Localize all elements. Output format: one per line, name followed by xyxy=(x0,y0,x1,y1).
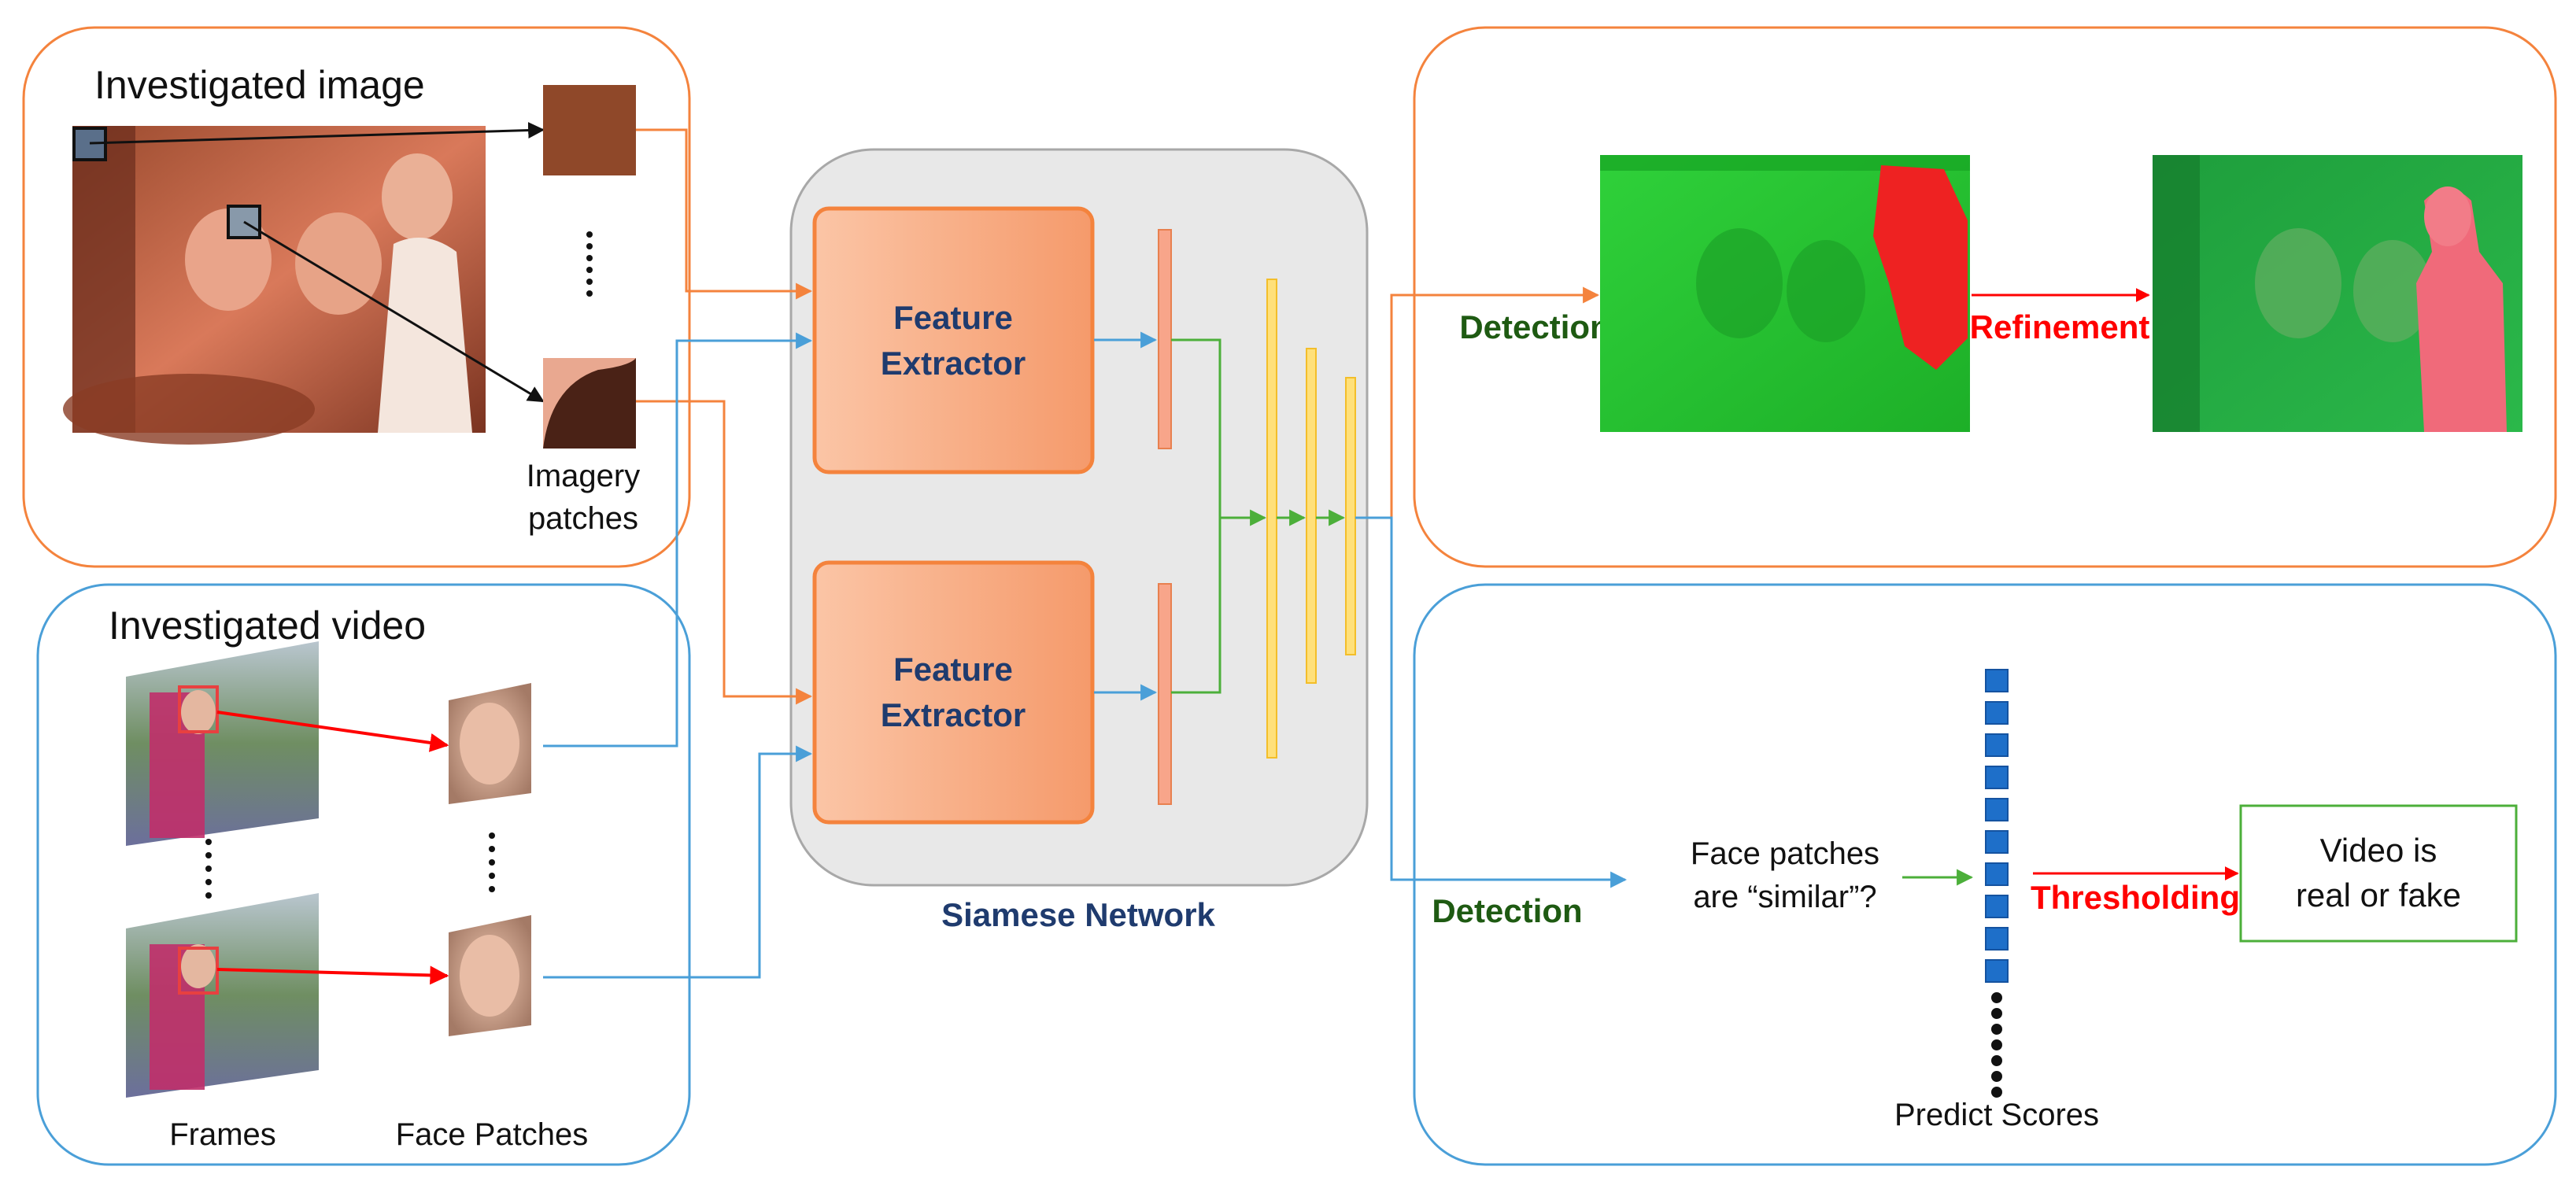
investigated-image-panel xyxy=(22,26,691,568)
face-patch-top-to-extractor xyxy=(543,332,813,748)
imagery-patch-bottom xyxy=(543,358,636,449)
patch-ellipsis-image xyxy=(586,231,593,297)
video-frame-bottom xyxy=(126,893,319,1098)
face-patch-bottom xyxy=(449,915,531,1036)
face-box-top xyxy=(178,685,219,733)
face-patch-top xyxy=(449,683,531,804)
refined-result-image xyxy=(2153,155,2522,432)
similarity-question-line1: Face patches xyxy=(1691,836,1879,871)
image-output-panel xyxy=(1413,26,2557,568)
frame-ellipsis xyxy=(205,839,212,899)
investigated-video-panel xyxy=(36,583,691,1166)
video-output-panel xyxy=(1413,583,2557,1166)
video-frame-top xyxy=(126,641,319,846)
patch-extract-arrow-face xyxy=(243,220,545,403)
video-result-line1: Video is xyxy=(2320,832,2437,869)
thresholding-label: Thresholding xyxy=(2031,879,2240,916)
feature-extractor-top xyxy=(812,206,1095,474)
face-patch-bottom-to-extractor xyxy=(543,745,813,979)
frames-label: Frames xyxy=(169,1117,276,1152)
merge-line-bottom xyxy=(1171,518,1221,694)
detection-heatmap xyxy=(1600,155,1970,432)
feature-extractor-bottom-line2: Extractor xyxy=(881,696,1026,733)
predict-score-ellipsis xyxy=(1991,992,2002,1098)
feature-extractor-bottom-line1: Feature xyxy=(893,651,1013,688)
refinement-label: Refinement xyxy=(1970,308,2150,345)
feature-extractor-bottom xyxy=(812,560,1095,825)
output-to-video-detection xyxy=(1355,516,1628,888)
fc-layer-1 xyxy=(1266,279,1277,759)
siamese-network-label: Siamese Network xyxy=(941,896,1215,933)
image-patch-bottom-to-extractor xyxy=(636,400,813,705)
image-detection-label: Detection xyxy=(1459,308,1610,345)
similarity-question-line2: are “similar”? xyxy=(1693,880,1876,914)
fc-layer-3 xyxy=(1345,377,1356,655)
face-patches-label: Face Patches xyxy=(396,1117,589,1152)
face-crop-arrow-top xyxy=(216,711,449,752)
image-patch-top-to-extractor xyxy=(636,128,813,300)
investigated-video-title: Investigated video xyxy=(109,604,426,648)
fc-layer-2 xyxy=(1306,348,1317,684)
patch-extract-arrow-top xyxy=(89,122,545,145)
feature-extractor-top-line1: Feature xyxy=(893,299,1013,336)
video-detection-label: Detection xyxy=(1432,892,1582,929)
feature-vector-bottom xyxy=(1158,583,1172,805)
merge-line-top xyxy=(1171,338,1221,518)
predict-score-column xyxy=(1985,669,2009,983)
investigated-image-title: Investigated image xyxy=(94,63,425,107)
feature-vector-top xyxy=(1158,229,1172,449)
imagery-patches-label-line1: Imagery xyxy=(527,459,641,493)
imagery-patches-label-line2: patches xyxy=(528,501,638,536)
video-result-line2: real or fake xyxy=(2296,877,2461,914)
face-patch-ellipsis xyxy=(489,832,495,892)
video-result-box xyxy=(2239,804,2518,943)
face-crop-arrow-bottom xyxy=(216,965,449,985)
feature-extractor-top-line2: Extractor xyxy=(881,345,1026,382)
predict-scores-label: Predict Scores xyxy=(1894,1098,2099,1132)
investigated-photo xyxy=(63,126,486,445)
